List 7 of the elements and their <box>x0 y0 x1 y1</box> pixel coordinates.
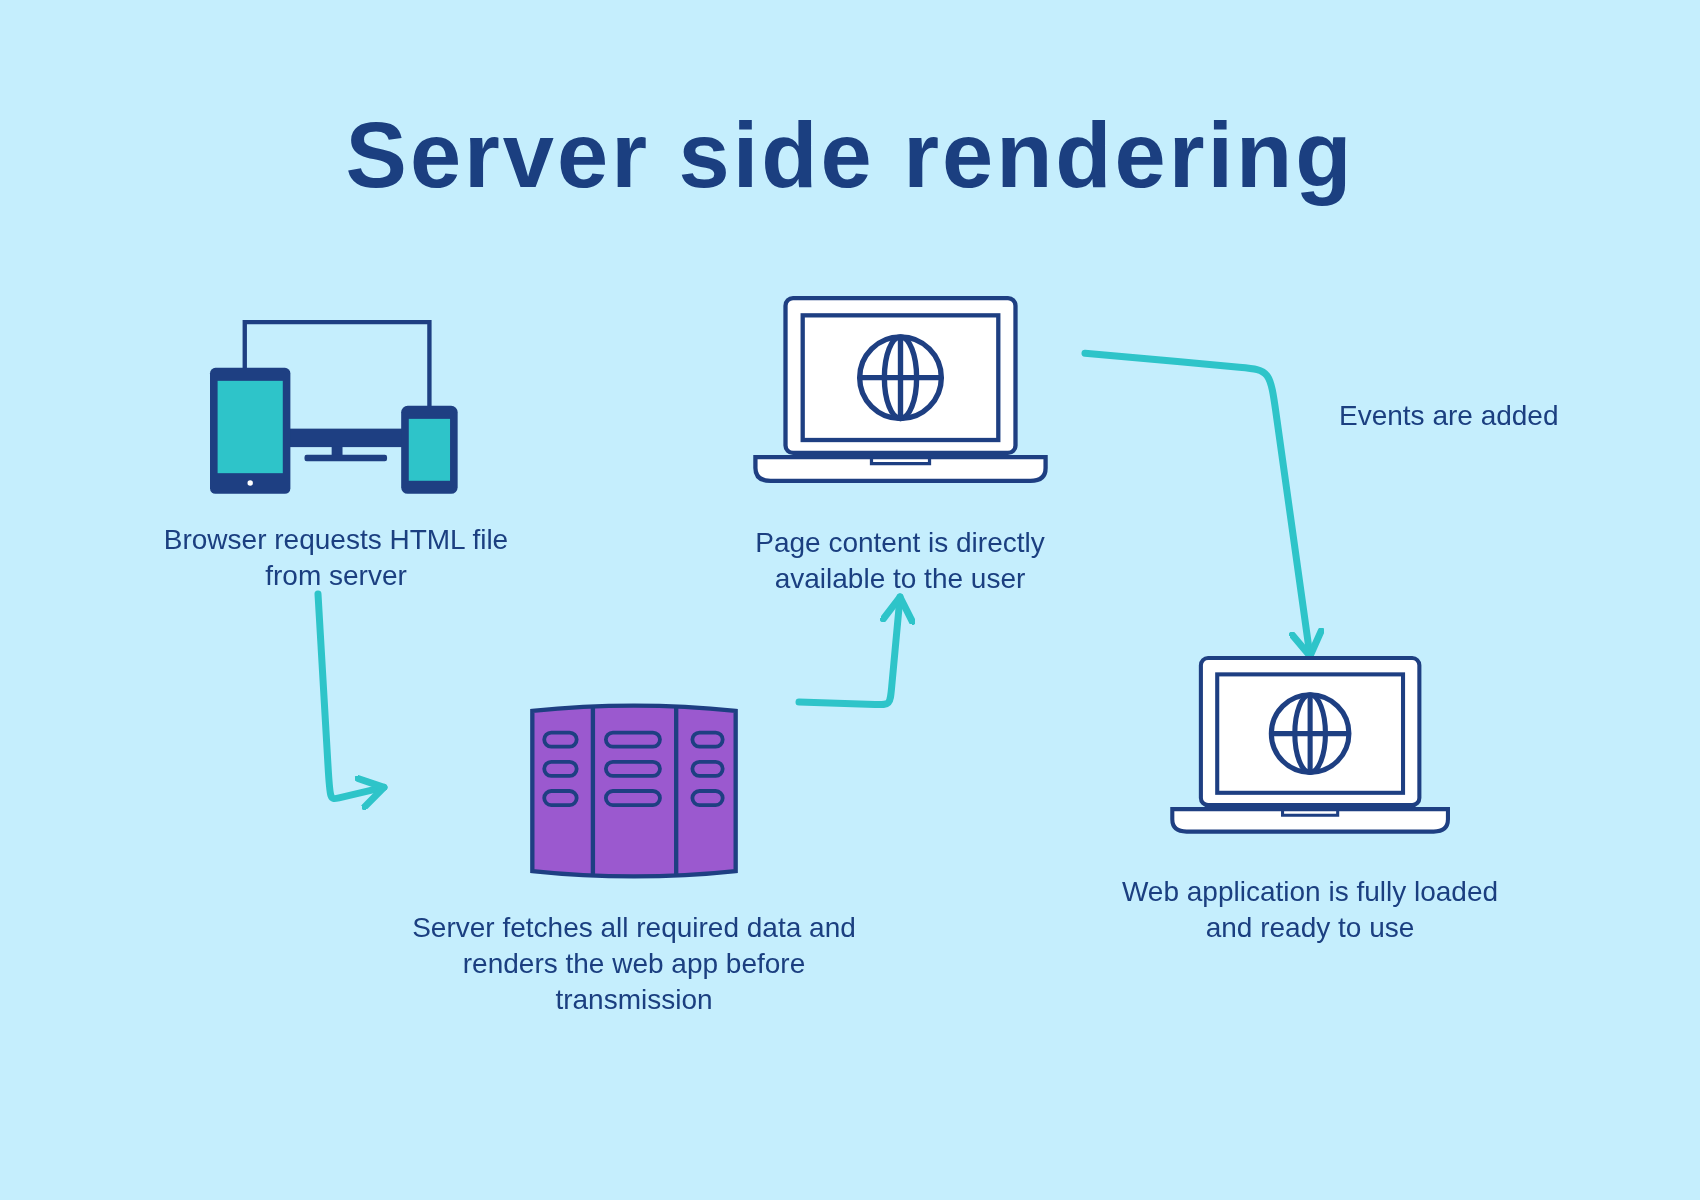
curved-arrow <box>314 590 388 811</box>
step-caption: Browser requests HTML file from server <box>162 523 510 593</box>
step-caption: Server fetches all required data and renders the web app before transmission <box>411 911 857 1017</box>
curved-arrow <box>795 593 916 709</box>
step-caption: Page content is directly available to the user <box>754 526 1046 596</box>
step-caption: Web application is fully loaded and ready to use <box>1120 874 1500 945</box>
title: Server side rendering <box>344 105 1356 207</box>
